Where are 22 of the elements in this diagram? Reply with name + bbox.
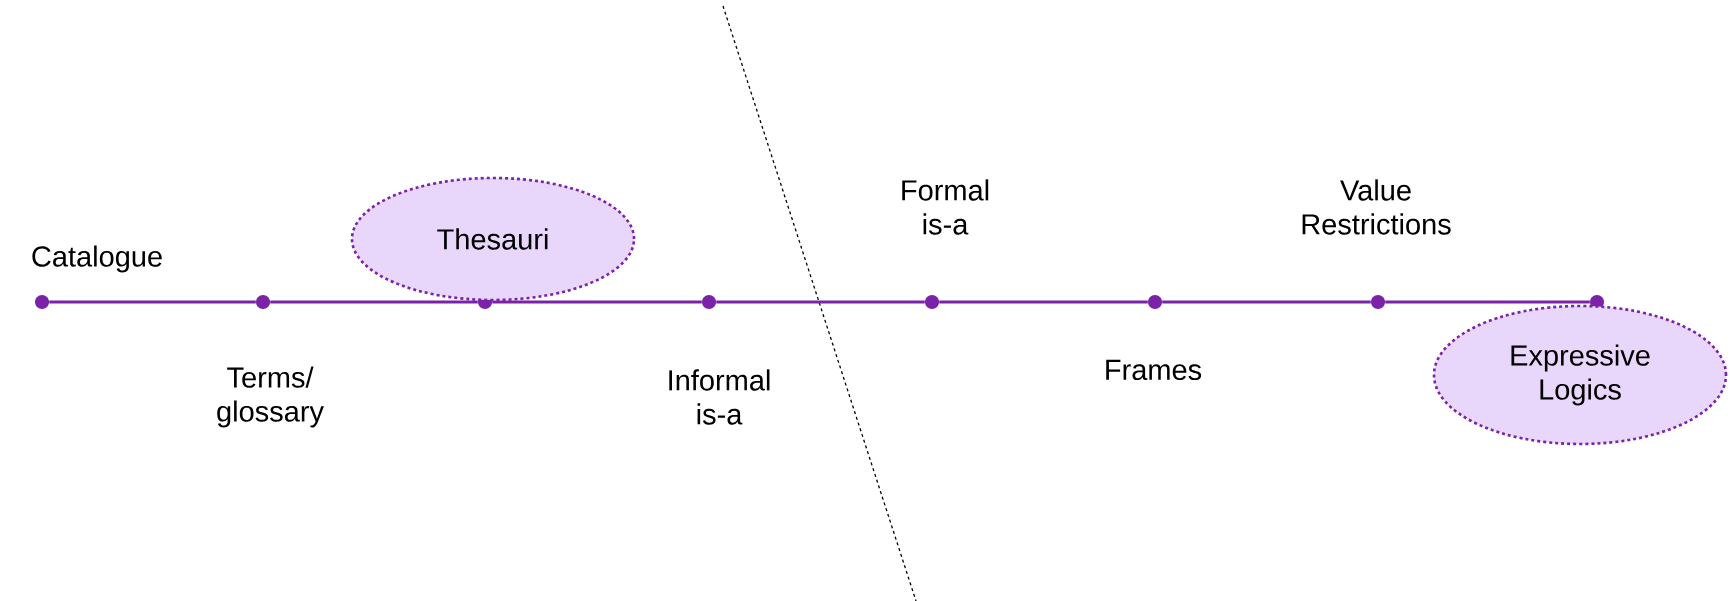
ellipse-node: Expressive Logics <box>1432 304 1728 446</box>
point-label: Informal is-a <box>669 369 770 425</box>
point-marker <box>35 295 49 309</box>
point-label: Formal is-a <box>902 179 989 235</box>
point-label: Catalogue <box>32 245 162 273</box>
line-segment <box>939 300 1148 304</box>
point-label: Terms/ glossary <box>217 366 324 428</box>
point-marker <box>1148 295 1162 309</box>
line-segment <box>1162 300 1371 304</box>
point-label: Frames <box>1106 359 1202 381</box>
point-marker <box>925 295 939 309</box>
point-label: Value Restrictions <box>1302 179 1451 235</box>
line-segment <box>492 300 702 304</box>
line-segment <box>270 300 478 304</box>
point-marker <box>256 295 270 309</box>
point-marker <box>702 295 716 309</box>
line-segment <box>1385 300 1590 304</box>
line-segment <box>49 300 256 304</box>
ellipse-node: Thesauri <box>350 176 636 302</box>
point-marker <box>1371 295 1385 309</box>
point-marker <box>1590 295 1604 309</box>
line-segment <box>716 300 925 304</box>
